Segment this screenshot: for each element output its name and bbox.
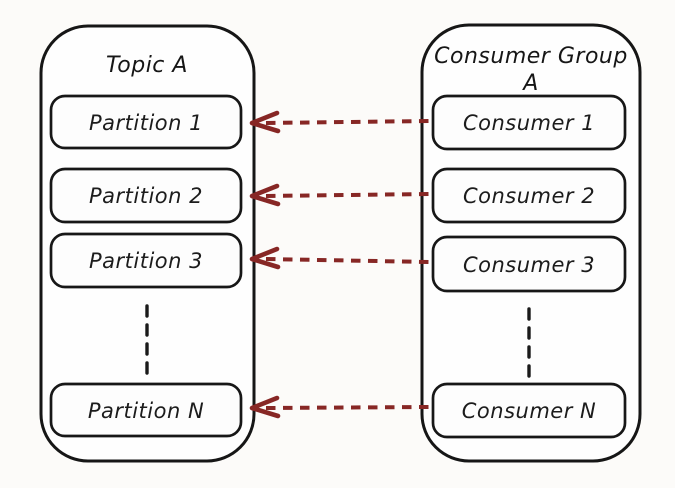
arrow-consumer2-to-partition2 — [249, 183, 430, 207]
partition-n-label: Partition N — [88, 399, 204, 423]
consumer-group-title-line2: A — [521, 71, 539, 96]
consumer-2-box — [431, 167, 627, 224]
partition-1-label: Partition 1 — [89, 111, 203, 135]
arrow-consumer1-to-partition1 — [249, 110, 430, 134]
consumer-n-label: Consumer N — [462, 399, 596, 423]
consumer-1-label: Consumer 1 — [463, 111, 595, 135]
topic-title: Topic A — [106, 53, 188, 78]
arrow-consumerN-to-partitionN — [249, 395, 430, 419]
consumer-1-box — [431, 94, 627, 151]
consumer-n-box — [431, 382, 627, 439]
partition-3-box — [49, 232, 243, 289]
consumer-group-title-line1: Consumer Group — [434, 44, 628, 69]
consumer-3-label: Consumer 3 — [463, 253, 595, 277]
partition-3-label: Partition 3 — [89, 249, 203, 273]
partition-2-box — [49, 167, 243, 224]
partition-1-box — [49, 94, 243, 150]
arrow-consumer3-to-partition3 — [249, 246, 430, 270]
partition-2-label: Partition 2 — [89, 184, 203, 208]
partition-n-box — [49, 382, 243, 438]
consumer-2-label: Consumer 2 — [463, 184, 595, 208]
consumer-3-box — [431, 235, 627, 293]
